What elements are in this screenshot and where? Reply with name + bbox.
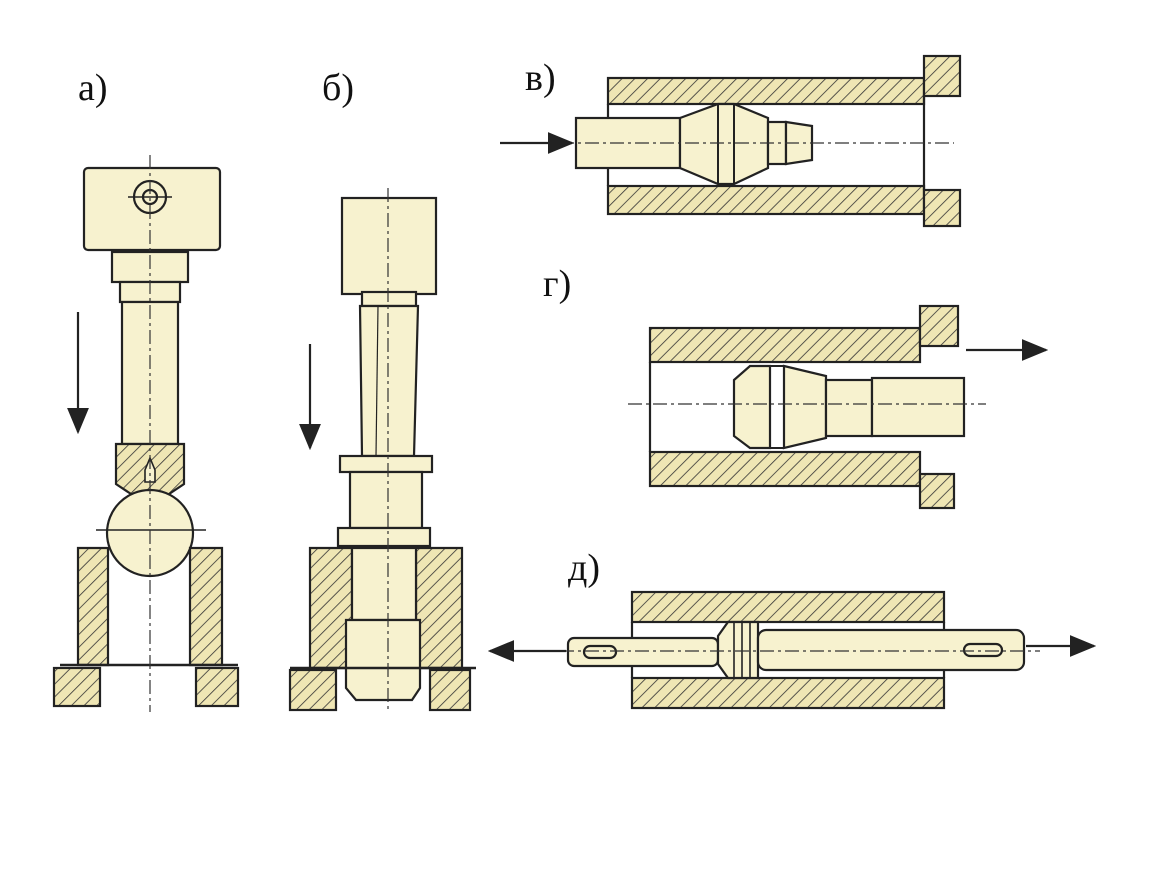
housing-d-top [630,590,946,624]
right-pull-rod [756,628,1026,672]
drift-head [82,166,222,252]
panel-v: в) [500,54,962,228]
support-b-right [428,668,472,712]
mandrel-ring [338,454,434,474]
housing-g-bottom [648,450,922,488]
housing-v-bottom [606,184,926,216]
bullet-v [678,102,770,186]
stop-plate-v-bottom [922,188,962,228]
support-right [194,666,240,708]
panel-b: б) [288,67,476,712]
panel-g: г) [543,263,1049,510]
housing-d-bottom [630,676,946,710]
die-left-wall [76,546,110,667]
panel-d: д) [487,547,1097,710]
housing-g-top [648,326,922,364]
bushing [350,546,418,622]
stop-plate-g-top [918,304,960,348]
mandrel-taper [358,304,420,458]
die-b-right [414,546,464,670]
panel-v-label: в) [525,57,556,99]
left-pull-rod [566,636,720,668]
stop-plate-g-bottom [918,472,956,510]
stop-plate-v-top [922,54,962,98]
housing-v-top [606,76,926,106]
panel-g-label: г) [543,263,571,305]
panel-a-label: а) [78,67,108,109]
panel-b-label: б) [322,67,354,109]
rings [716,620,760,680]
support-b-left [288,668,338,712]
bullet-g [732,364,772,450]
support-left [52,666,102,708]
pull-rod [870,376,966,438]
panel-d-label: д) [568,547,600,589]
mandrel-head [340,196,438,296]
panel-a: а) [52,67,240,712]
die-right-wall [188,546,224,667]
